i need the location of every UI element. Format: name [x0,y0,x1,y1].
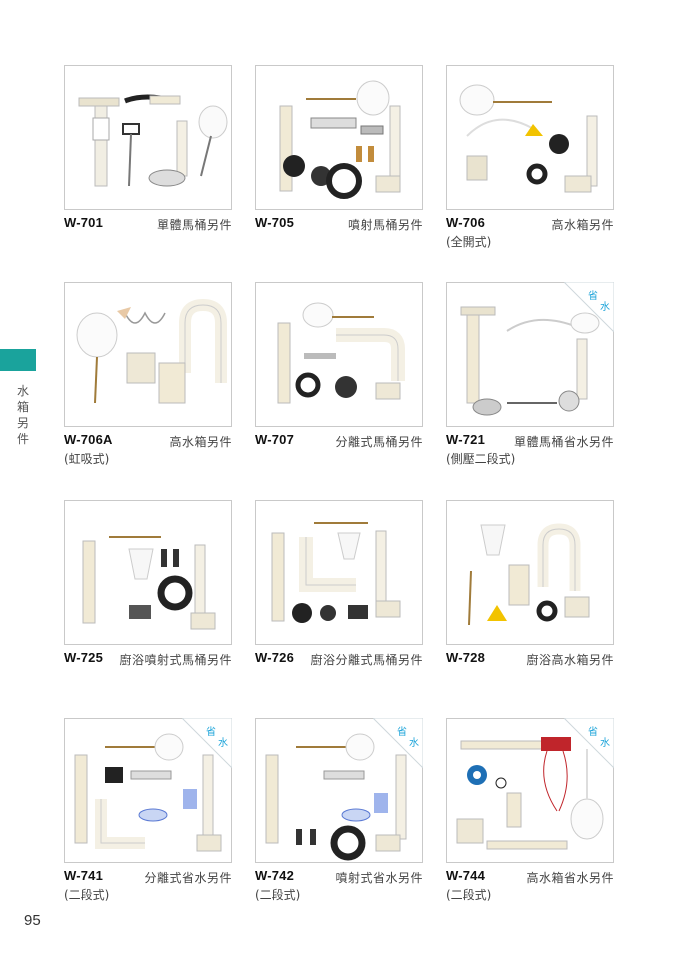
product-code: W-701 [64,215,104,230]
product-photo[interactable] [446,282,614,427]
product-card-w-726[interactable]: W-726 廚浴分離式馬桶另件 [255,500,423,667]
toilet-parts-image [82,536,216,630]
badge-text-right: 水 [218,737,228,749]
product-card-w-706a[interactable]: W-706A 高水箱另件 (虹吸式) [64,282,232,466]
product-variant: (虹吸式) [64,452,110,466]
product-code: W-707 [255,432,295,447]
product-card-w-742[interactable]: 省 水 W-742 噴射式省水另件 (二段式) [255,717,424,902]
product-description: 噴射馬桶另件 [347,218,423,232]
badge-text-left: 省 [588,289,598,302]
product-variant: (全開式) [446,235,492,249]
toilet-parts-image [456,737,604,850]
section-tab [0,349,36,371]
product-variant: (二段式) [64,888,110,902]
product-photo[interactable] [446,718,614,863]
product-photo[interactable] [64,500,232,645]
product-card-w-744[interactable]: 省 水 W-744 高水箱省水另件 (二段式) [446,717,615,902]
water-saving-badge: 省 水 [562,717,615,770]
product-photo[interactable] [255,718,423,863]
badge-text-right: 水 [409,737,419,749]
product-code: W-744 [446,868,486,883]
product-description: 單體馬桶省水另件 [513,435,614,449]
product-variant: (二段式) [446,888,492,902]
product-description: 分離式馬桶另件 [335,435,423,449]
water-saving-badge: 省 水 [180,717,233,770]
product-card-w-741[interactable]: 省 水 W-741 分離式省水另件 (二段式) [64,717,233,902]
product-card-w-728[interactable]: W-728 廚浴高水箱另件 [446,500,614,667]
toilet-parts-image [265,733,407,861]
toilet-parts-image [460,306,600,416]
product-description: 廚浴分離式馬桶另件 [310,653,423,667]
product-code: W-742 [255,868,295,883]
toilet-parts-image [271,522,401,623]
product-description: 高水箱省水另件 [526,871,614,885]
water-saving-badge: 省 水 [371,717,424,770]
product-photo[interactable] [64,65,232,210]
product-card-w-706[interactable]: W-706 高水箱另件 (全開式) [446,65,614,249]
toilet-parts-image [78,94,228,187]
product-description: 廚浴高水箱另件 [526,653,614,667]
product-photo[interactable] [255,282,423,427]
badge-text-left: 省 [588,725,598,738]
toilet-parts-image [74,733,222,852]
product-photo[interactable] [446,65,614,210]
product-description: 高水箱另件 [169,435,232,449]
product-variant: (二段式) [255,888,301,902]
badge-text-left: 省 [397,725,407,738]
product-photo[interactable] [255,65,423,210]
product-description: 噴射式省水另件 [335,871,423,885]
toilet-parts-image [279,80,401,199]
product-description: 單體馬桶另件 [156,218,232,232]
product-card-w-707[interactable]: W-707 分離式馬桶另件 [255,282,423,449]
product-code: W-721 [446,432,486,447]
product-description: 廚浴噴射式馬桶另件 [119,653,232,667]
product-code: W-728 [446,650,486,665]
toilet-parts-image [459,84,598,193]
product-code: W-706A [64,432,113,447]
product-card-w-705[interactable]: W-705 噴射馬桶另件 [255,65,423,232]
product-card-w-701[interactable]: W-701 單體馬桶另件 [64,65,232,232]
product-photo[interactable] [255,500,423,645]
product-photo[interactable] [64,282,232,427]
product-code: W-741 [64,868,104,883]
product-code: W-705 [255,215,295,230]
section-label: 水箱另件 [16,384,29,446]
product-code: W-706 [446,215,486,230]
product-description: 分離式省水另件 [144,871,232,885]
product-code: W-726 [255,650,295,665]
badge-text-left: 省 [206,725,216,738]
toilet-parts-image [76,298,227,404]
toilet-parts-image [277,302,405,404]
water-saving-badge: 省 水 [562,281,615,334]
product-photo[interactable] [446,500,614,645]
badge-text-right: 水 [600,737,610,749]
product-photo[interactable] [64,718,232,863]
badge-text-right: 水 [600,301,610,313]
toilet-parts-image [468,523,590,626]
product-code: W-725 [64,650,104,665]
page-number: 95 [24,912,41,929]
product-card-w-725[interactable]: W-725 廚浴噴射式馬桶另件 [64,500,232,667]
product-description: 高水箱另件 [551,218,614,232]
product-card-w-721[interactable]: 省 水 W-721 單體馬桶省水另件 (側壓二段式) [446,281,615,466]
product-variant: (側壓二段式) [446,452,516,466]
